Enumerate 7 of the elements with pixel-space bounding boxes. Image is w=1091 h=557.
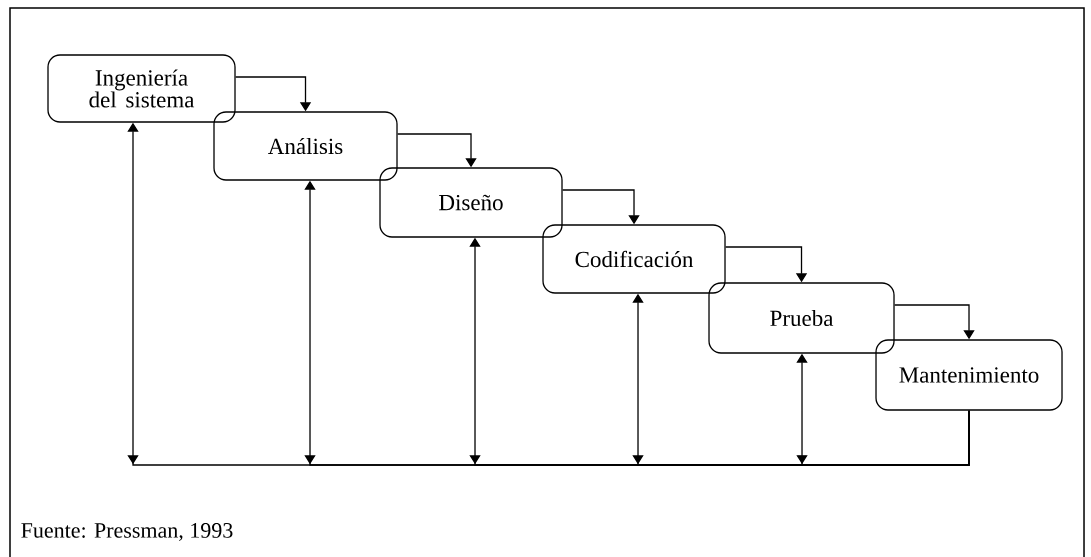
process-box: Mantenimiento: [875, 339, 1063, 411]
process-box: Prueba: [708, 282, 895, 354]
process-box: Diseño: [379, 167, 563, 238]
process-box: Análisis: [213, 111, 398, 181]
caption: Fuente: Pressman, 1993: [21, 523, 233, 541]
process-box: Codificación: [542, 224, 726, 294]
process-box: Ingeniería del sistema: [47, 54, 236, 123]
